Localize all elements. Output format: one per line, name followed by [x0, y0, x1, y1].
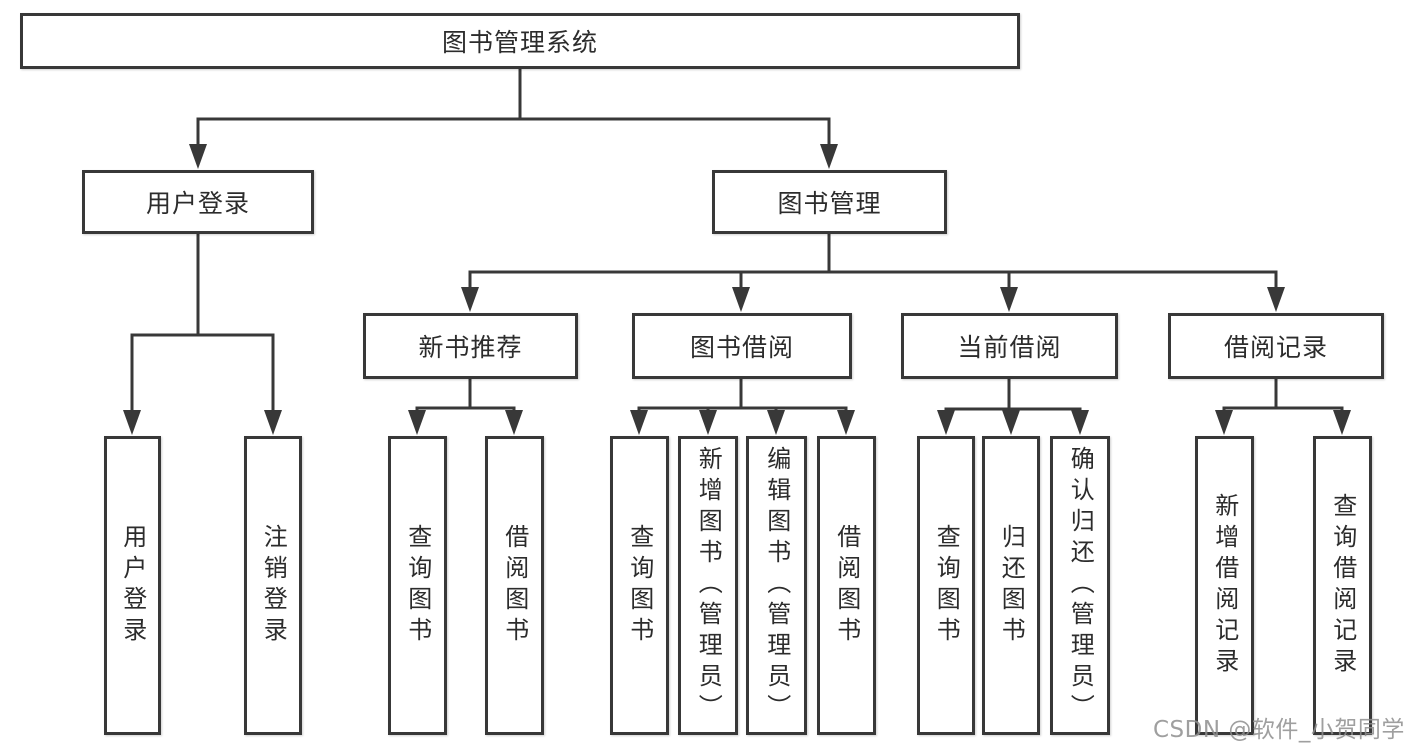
arrowhead [264, 410, 282, 435]
leaf-add-borrow-record: 新增借阅记录 [1195, 436, 1254, 735]
leaf-borrow-books-label: 借阅图书 [832, 523, 861, 648]
leaf-add-borrow-record-label: 新增借阅记录 [1210, 492, 1239, 679]
leaf-add-books-admin: 新增图书（管理员） [678, 436, 738, 735]
leaf-query-books-recommend-label: 查询图书 [403, 523, 432, 648]
arrowhead [505, 410, 523, 435]
leaf-query-books-current-label: 查询图书 [932, 523, 961, 648]
leaf-add-books-admin-label: 新增图书（管理员） [694, 446, 723, 725]
leaf-query-books-recommend: 查询图书 [388, 436, 447, 735]
arrowhead [837, 410, 855, 435]
node-new-book-recommend: 新书推荐 [363, 313, 578, 379]
leaf-confirm-return-admin: 确认归还（管理员） [1050, 436, 1110, 735]
leaf-logout-label: 注销登录 [259, 523, 288, 648]
arrowhead [1071, 410, 1089, 435]
arrowhead [1215, 410, 1233, 435]
leaf-query-borrow-record-label: 查询借阅记录 [1328, 492, 1357, 679]
node-book-management: 图书管理 [712, 170, 947, 234]
leaf-query-books-borrow: 查询图书 [610, 436, 669, 735]
arrowhead [937, 410, 955, 435]
node-current-borrow-label: 当前借阅 [957, 333, 1062, 362]
leaf-query-books-current: 查询图书 [917, 436, 975, 735]
arrowhead [123, 410, 141, 435]
node-borrow-records-label: 借阅记录 [1223, 333, 1328, 362]
arrowhead [1267, 287, 1285, 312]
arrowhead [630, 410, 648, 435]
arrowhead [699, 410, 717, 435]
leaf-user-login: 用户登录 [104, 436, 161, 735]
node-book-borrow: 图书借阅 [632, 313, 852, 379]
leaf-confirm-return-admin-label: 确认归还（管理员） [1066, 446, 1095, 725]
node-user-login-label: 用户登录 [145, 189, 250, 218]
csdn-watermark: CSDN @软件_小贺同学 [1153, 717, 1405, 743]
arrowhead [1002, 410, 1020, 435]
node-user-login: 用户登录 [82, 170, 314, 234]
node-borrow-records: 借阅记录 [1168, 313, 1384, 379]
arrowhead [408, 410, 426, 435]
leaf-edit-books-admin-label: 编辑图书（管理员） [762, 446, 791, 725]
arrowhead [820, 144, 838, 169]
leaf-return-books: 归还图书 [982, 436, 1040, 735]
arrowhead [732, 287, 750, 312]
leaf-logout: 注销登录 [244, 436, 302, 735]
arrowhead [189, 144, 207, 169]
leaf-borrow-books-recommend-label: 借阅图书 [500, 523, 529, 648]
leaf-query-books-borrow-label: 查询图书 [625, 523, 654, 648]
arrowhead [1000, 287, 1018, 312]
leaf-borrow-books-recommend: 借阅图书 [485, 436, 544, 735]
node-root: 图书管理系统 [20, 13, 1020, 69]
node-root-label: 图书管理系统 [441, 28, 598, 57]
arrowhead [767, 410, 785, 435]
leaf-borrow-books: 借阅图书 [817, 436, 876, 735]
node-new-book-recommend-label: 新书推荐 [418, 333, 523, 362]
arrowhead [461, 287, 479, 312]
leaf-user-login-label: 用户登录 [118, 523, 147, 648]
leaf-query-borrow-record: 查询借阅记录 [1313, 436, 1372, 735]
arrowhead [1333, 410, 1351, 435]
leaf-return-books-label: 归还图书 [997, 523, 1026, 648]
node-book-management-label: 图书管理 [777, 189, 882, 218]
leaf-edit-books-admin: 编辑图书（管理员） [746, 436, 807, 735]
node-book-borrow-label: 图书借阅 [689, 333, 794, 362]
node-current-borrow: 当前借阅 [901, 313, 1118, 379]
